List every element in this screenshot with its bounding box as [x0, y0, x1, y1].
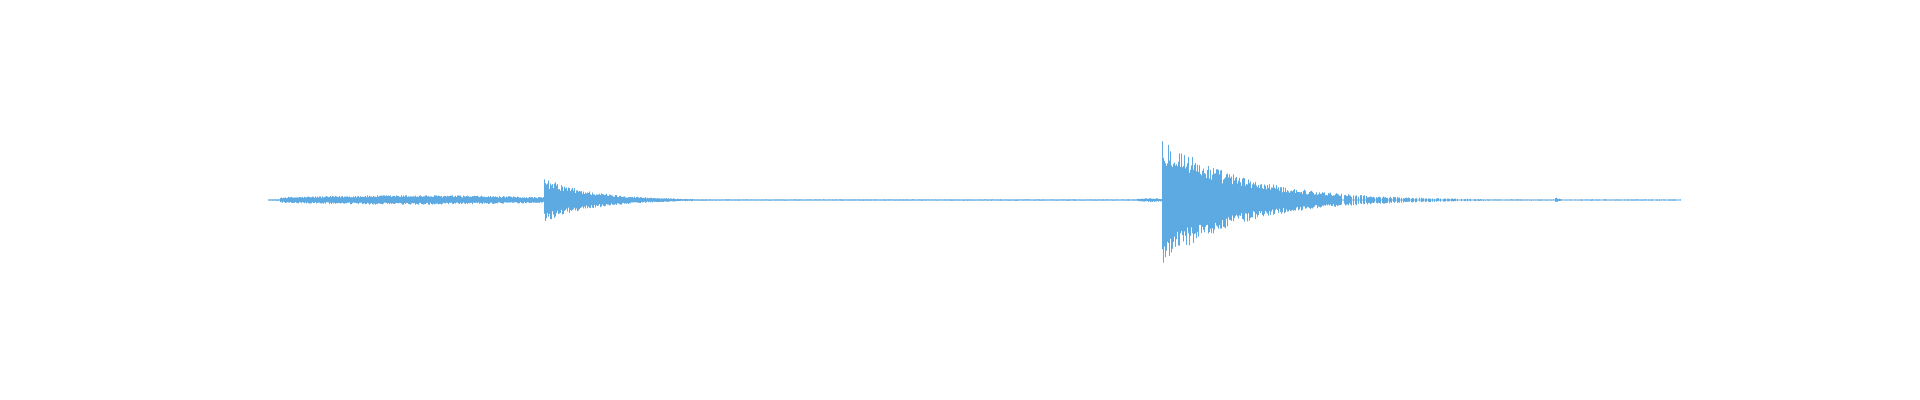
waveform-samples [268, 141, 1681, 263]
waveform-trace [268, 141, 1681, 263]
